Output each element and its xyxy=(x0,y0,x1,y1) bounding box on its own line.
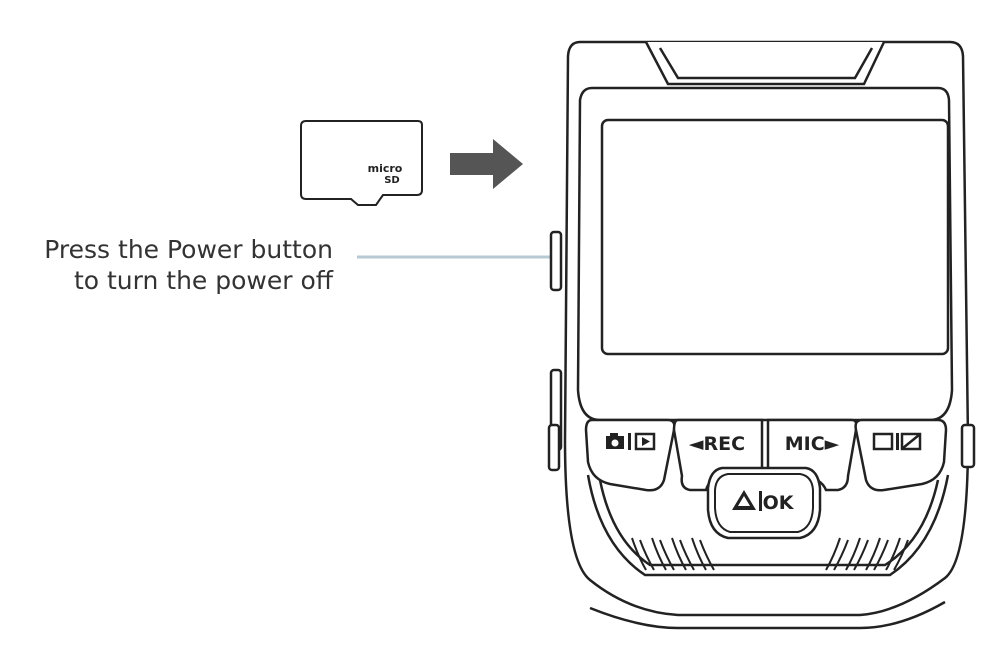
microsd-logo-top: micro xyxy=(368,162,403,175)
microsd-card: micro SD xyxy=(300,120,423,206)
photo-playback-button[interactable] xyxy=(584,418,676,492)
screen-on-icon xyxy=(872,432,894,451)
ok-button-label: OK xyxy=(763,492,795,514)
camera-icon xyxy=(606,433,624,449)
callout-line-1: Press the Power button xyxy=(44,235,333,264)
insert-arrow-icon xyxy=(450,139,523,189)
ok-button[interactable]: OK xyxy=(706,466,822,540)
button-row: ◄REC MIC► OK xyxy=(584,418,948,540)
playback-icon xyxy=(634,432,656,451)
microsd-logo-bottom: SD xyxy=(384,175,400,186)
callout-line-2: to turn the power off xyxy=(73,266,333,295)
screen-mode-button[interactable] xyxy=(854,418,948,492)
power-callout-text: Press the Power button to turn the power… xyxy=(0,234,333,296)
power-button[interactable] xyxy=(549,230,563,292)
mic-button-label: MIC► xyxy=(785,433,840,455)
warning-triangle-icon xyxy=(732,490,756,510)
screen-off-icon xyxy=(900,432,922,451)
lcd-screen xyxy=(600,118,950,356)
rec-button-label: ◄REC xyxy=(689,433,745,455)
